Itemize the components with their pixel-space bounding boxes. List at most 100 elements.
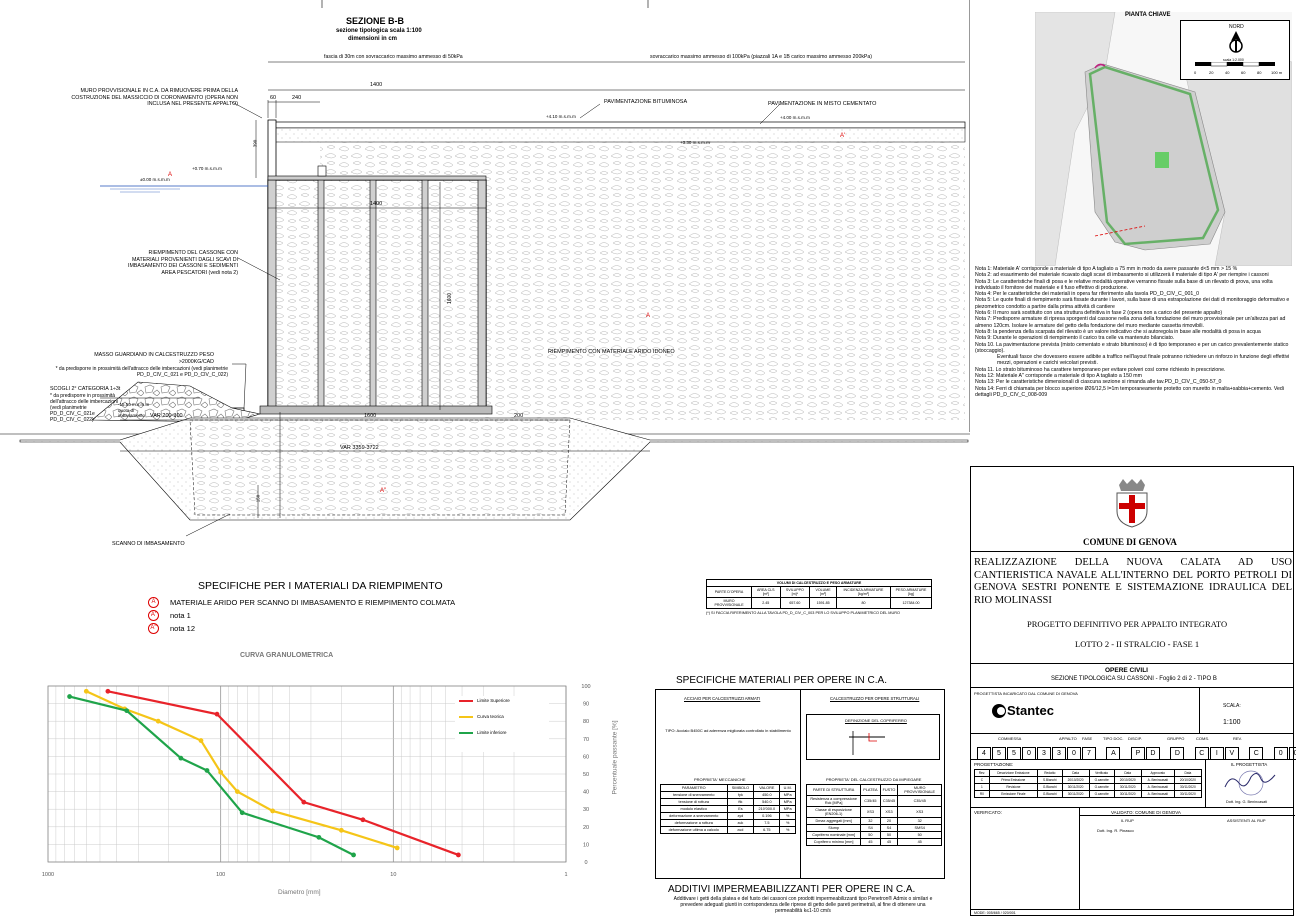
mech-header: SIMBOLO [726,784,755,792]
rev-header: Rev. [974,769,990,777]
section-subtitle: sezione tipologica scala 1:100 [336,28,422,34]
material-text: nota 1 [170,611,191,620]
level-m1550: -15.50 m.s.m.m quota di imbasamento [118,402,150,418]
series-line [107,690,459,856]
rev-cell: 30/11/2020 [1113,790,1142,798]
scale-tick: 0 [1194,70,1197,75]
note-item: Nota 7: Predisporre armature di ripresa … [975,316,1286,329]
y-tick-label: 20 [583,825,589,831]
volume-cell: MURO PROVVISIONALE [705,597,753,609]
chart-xlabel: Diametro [mm] [278,889,321,896]
designer-label: PROGETTISTA INCARICATO DAL COMUNE DI GEN… [974,691,1078,696]
note-item: Nota 1: Materiale A' corrisponde a mater… [975,266,1238,272]
material-text: nota 12 [170,624,196,633]
code-header: FASE [1082,736,1093,741]
data-point [105,688,111,694]
north-scale-box: NORD scala 1:2.000 0 20 40 60 80 100 m [1180,20,1290,80]
data-point [394,845,400,851]
cls-cell: Classe di esposizione (EN206-1) [805,806,862,818]
note-item: Nota 4: Per le caratteristiche dei mater… [975,291,1200,298]
foundation-bed-label: SCANNO DI IMBASAMENTO [112,541,185,547]
data-point [218,769,224,775]
project-title: REALIZZAZIONE DELLA NUOVA CALATA AD USO … [974,557,1292,606]
material-symbol: A' [148,610,159,621]
rev-cell: 30/11/2020 [1061,790,1090,798]
legend-item: Limite inferiore [459,730,507,735]
cls-cell: S4 [879,824,899,832]
volume-cell: 2.45 [751,597,781,609]
code-header: GRUPPO [1167,736,1185,741]
cls-header-cell: PARTE DI STRUTTURA [805,784,862,796]
volume-cell: 127384.00 [890,597,932,609]
cover-box: DEFINIZIONE DEL COPRIFERRO [806,714,940,760]
cls-cell: XS3 [860,806,881,818]
verified-label: VERIFICATO: [974,810,1002,815]
mech-cell: tensione di rottura [660,798,728,806]
x-tick-label: 10 [390,872,396,878]
material-marker: A [646,313,651,319]
data-point [178,755,184,761]
data-point [301,799,307,805]
scale-tick: 20 [1209,70,1214,75]
material-marker: A' [840,133,846,139]
mech-header: U.M. [779,784,796,792]
additives-title: ADDITIVI IMPERMEABILIZZANTI PER OPERE IN… [668,884,916,895]
dim-1600: 1600 [364,413,377,419]
cls-header: CALCESTRUZZO PER OPERE STRUTTURALI [830,696,920,701]
dim-150: 150 [255,494,261,503]
rev-cell: 1 [974,783,990,791]
mech-header: PARAMETRO [660,784,728,792]
data-point [338,827,344,833]
legend-item: Curva teorica [459,714,504,719]
cls-cell: 45 [860,838,881,846]
note-item: Nota 5: Le quote finali di riempimento s… [975,297,1290,310]
volume-cell: 657.60 [779,597,811,609]
mech-cell: 0.196 [753,812,781,820]
mech-cell: 540.0 [753,798,781,806]
data-point [455,852,461,858]
mech-cell: MPa [779,805,796,813]
rev-header: Descrizione Emissione [988,769,1039,777]
mech-cell: εuk [726,819,755,827]
y-tick-label: 100 [581,684,590,690]
mech-cell: % [779,826,796,834]
title-block: COMUNE DI GENOVA REALIZZAZIONE DELLA NUO… [970,466,1296,916]
strip-right-label: sovraccarico massimo ammesso di 100kPa (… [650,54,872,60]
data-point [351,852,356,858]
cls-cell: 50 [879,831,899,839]
chart-plot-frame [47,685,567,863]
cls-cell: Dmax aggregati [mm] [805,817,862,825]
note-item: Nota 13: Per le caratteristiche dimensio… [975,379,1222,386]
main-fill-label: RIEMPIMENTO CON MATERIALE ARIDO IDONEO [548,349,675,355]
code-header: APPALTO [1059,736,1077,741]
cls-cell: 50 [860,831,881,839]
scale-tick: 100 m [1271,70,1283,75]
level-410: +4.10 m.s.m.m [546,114,576,119]
code-header: COMS. [1196,736,1210,741]
mech-cell: fyk [726,791,755,799]
note-item: Nota 10. La pavimentazione prevista (mis… [975,341,1289,354]
rocks-note: * da predisporre in prossimità dell'attr… [50,393,118,423]
mech-header: VALORE [753,784,781,792]
stantec-logo-icon [992,704,1006,718]
scale-tick: 80 [1257,70,1262,75]
pavement-bitumen-label: PAVIMENTAZIONE BITUMINOSA [604,99,688,105]
material-text: MATERIALE ARIDO PER SCANNO DI IMBASAMENT… [170,598,456,607]
scale-tick: 60 [1241,70,1246,75]
rev-cell: G.carrotte [1088,790,1115,798]
design-label: PROGETTAZIONE: [974,762,1014,767]
cls-cell: Copriferro nominale [mm] [805,831,862,839]
mech-cell: tensione di snervamento [660,791,728,799]
cover-title: DEFINIZIONE DEL COPRIFERRO [845,718,907,723]
mech-cell: MPa [779,798,796,806]
guard-mass-label: MASSO GUARDIANO IN CALCESTRUZZO PESO >20… [94,352,214,365]
dim-1400-top: 1400 [370,82,383,88]
mech-cell: % [779,819,796,827]
dim-var1: VAR 200-300 [150,413,183,419]
volume-table-title: VOLUMI DI CALCESTRUZZO E PESO ARMATURE [706,579,932,587]
data-point [234,789,240,794]
wall-note: MURO PROVVISIONALE IN C.A. DA RIMUOVERE … [71,88,238,107]
cls-cell: 32 [860,817,881,825]
data-point [360,817,366,823]
